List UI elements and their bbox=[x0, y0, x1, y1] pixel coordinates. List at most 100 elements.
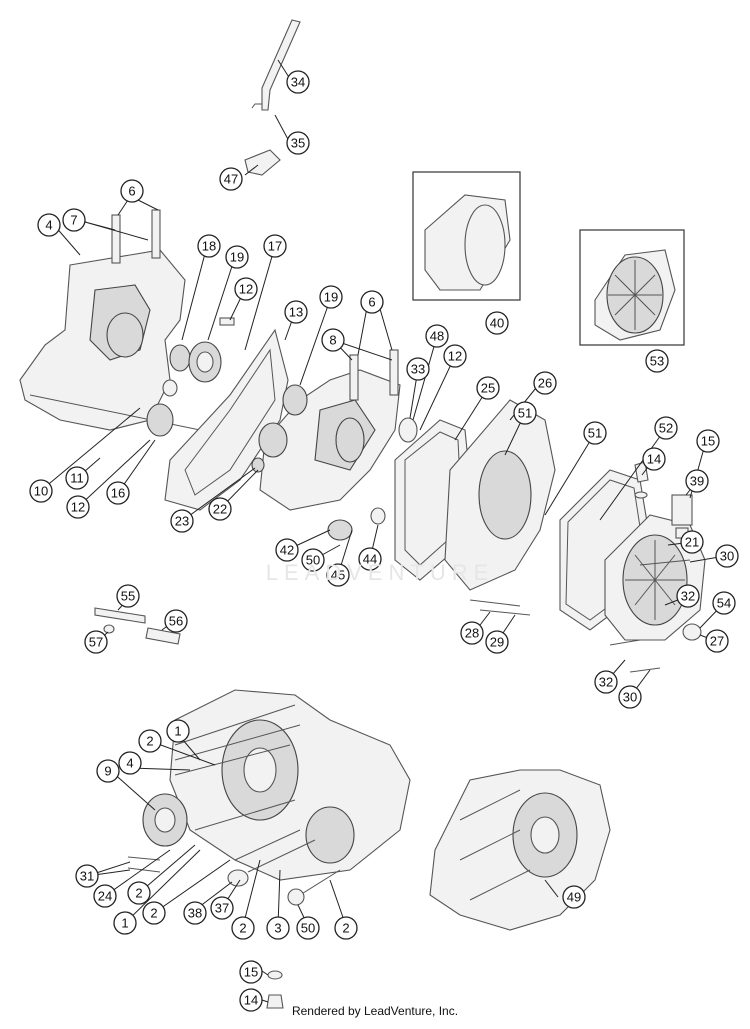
callout-circle bbox=[116, 584, 140, 608]
callout-33: 33 bbox=[406, 357, 430, 381]
callout-circle bbox=[225, 245, 249, 269]
callout-number: 14 bbox=[244, 993, 258, 1008]
callout-circle bbox=[485, 630, 509, 654]
callout-circle bbox=[275, 538, 299, 562]
callout-3: 3 bbox=[266, 916, 290, 940]
callout-number: 37 bbox=[215, 901, 229, 916]
callout-number: 29 bbox=[490, 635, 504, 650]
callout-circle bbox=[96, 759, 120, 783]
callout-circle bbox=[138, 729, 162, 753]
callout-number: 30 bbox=[720, 549, 734, 564]
callout-number: 31 bbox=[80, 869, 94, 884]
callout-24: 24 bbox=[93, 884, 117, 908]
callout-circle bbox=[84, 630, 108, 654]
callout-circle bbox=[594, 670, 618, 694]
callout-15: 15 bbox=[239, 960, 263, 984]
callout-13: 13 bbox=[284, 300, 308, 324]
callout-circle bbox=[286, 70, 310, 94]
callout-circle bbox=[62, 208, 86, 232]
callout-2: 2 bbox=[127, 881, 151, 905]
callout-11: 11 bbox=[65, 466, 89, 490]
watermark-text: LEADVENTURE bbox=[265, 560, 495, 585]
callout-number: 21 bbox=[685, 535, 699, 550]
callout-2: 2 bbox=[142, 901, 166, 925]
callout-circle bbox=[234, 277, 258, 301]
callout-number: 11 bbox=[70, 471, 84, 486]
callout-number: 27 bbox=[710, 634, 724, 649]
callout-25: 25 bbox=[476, 376, 500, 400]
callout-number: 1 bbox=[174, 724, 181, 739]
callout-circle bbox=[360, 290, 384, 314]
callout-12: 12 bbox=[66, 495, 90, 519]
callout-number: 40 bbox=[490, 316, 504, 331]
callout-26: 26 bbox=[533, 371, 557, 395]
callout-number: 57 bbox=[89, 635, 103, 650]
callout-31: 31 bbox=[75, 864, 99, 888]
callout-2: 2 bbox=[138, 729, 162, 753]
callout-circle bbox=[118, 751, 142, 775]
callout-4: 4 bbox=[118, 751, 142, 775]
callout-number: 28 bbox=[465, 626, 479, 641]
callout-circle bbox=[106, 481, 130, 505]
callout-2: 2 bbox=[231, 916, 255, 940]
callout-1: 1 bbox=[113, 911, 137, 935]
callout-number: 12 bbox=[239, 282, 253, 297]
callout-circle bbox=[219, 167, 243, 191]
callout-number: 54 bbox=[717, 596, 731, 611]
callout-51: 51 bbox=[583, 421, 607, 445]
callout-number: 7 bbox=[70, 213, 77, 228]
callout-22: 22 bbox=[208, 497, 232, 521]
parts-artwork bbox=[19, 19, 706, 1009]
callout-circle bbox=[239, 988, 263, 1012]
callout-circle bbox=[460, 621, 484, 645]
callout-21: 21 bbox=[680, 530, 704, 554]
callout-circle bbox=[113, 911, 137, 935]
callout-28: 28 bbox=[460, 621, 484, 645]
callout-circle bbox=[231, 916, 255, 940]
callout-30: 30 bbox=[618, 685, 642, 709]
callout-circle bbox=[75, 864, 99, 888]
callout-number: 51 bbox=[518, 406, 532, 421]
callout-number: 2 bbox=[135, 886, 142, 901]
callout-51: 51 bbox=[513, 401, 537, 425]
callout-circle bbox=[326, 563, 350, 587]
callout-number: 15 bbox=[244, 965, 258, 980]
callout-16: 16 bbox=[106, 481, 130, 505]
callout-number: 2 bbox=[342, 921, 349, 936]
callout-35: 35 bbox=[286, 131, 310, 155]
callout-30: 30 bbox=[715, 544, 739, 568]
callout-number: 32 bbox=[681, 589, 695, 604]
callout-circle bbox=[485, 311, 509, 335]
callout-8: 8 bbox=[321, 328, 345, 352]
callout-19: 19 bbox=[319, 285, 343, 309]
callout-number: 30 bbox=[623, 690, 637, 705]
callout-number: 47 bbox=[224, 172, 238, 187]
callout-circle bbox=[263, 234, 287, 258]
callout-38: 38 bbox=[183, 901, 207, 925]
callout-circle bbox=[208, 497, 232, 521]
callout-circle bbox=[183, 901, 207, 925]
callout-circle bbox=[583, 421, 607, 445]
callout-47: 47 bbox=[219, 167, 243, 191]
callout-45: 45 bbox=[326, 563, 350, 587]
callout-6: 6 bbox=[120, 179, 144, 203]
callout-circle bbox=[533, 371, 557, 395]
callout-17: 17 bbox=[263, 234, 287, 258]
callout-number: 51 bbox=[588, 426, 602, 441]
callout-number: 12 bbox=[448, 349, 462, 364]
callout-circle bbox=[266, 916, 290, 940]
callout-52: 52 bbox=[654, 416, 678, 440]
callout-circle bbox=[93, 884, 117, 908]
callout-circle bbox=[685, 469, 709, 493]
callout-circle bbox=[210, 896, 234, 920]
callout-circle bbox=[142, 901, 166, 925]
callout-40: 40 bbox=[485, 311, 509, 335]
callout-circle bbox=[321, 328, 345, 352]
callout-32: 32 bbox=[594, 670, 618, 694]
callout-23: 23 bbox=[170, 509, 194, 533]
callout-circle bbox=[618, 685, 642, 709]
callout-number: 6 bbox=[128, 184, 135, 199]
callout-circle bbox=[37, 213, 61, 237]
callout-number: 8 bbox=[329, 333, 336, 348]
callout-number: 2 bbox=[146, 734, 153, 749]
